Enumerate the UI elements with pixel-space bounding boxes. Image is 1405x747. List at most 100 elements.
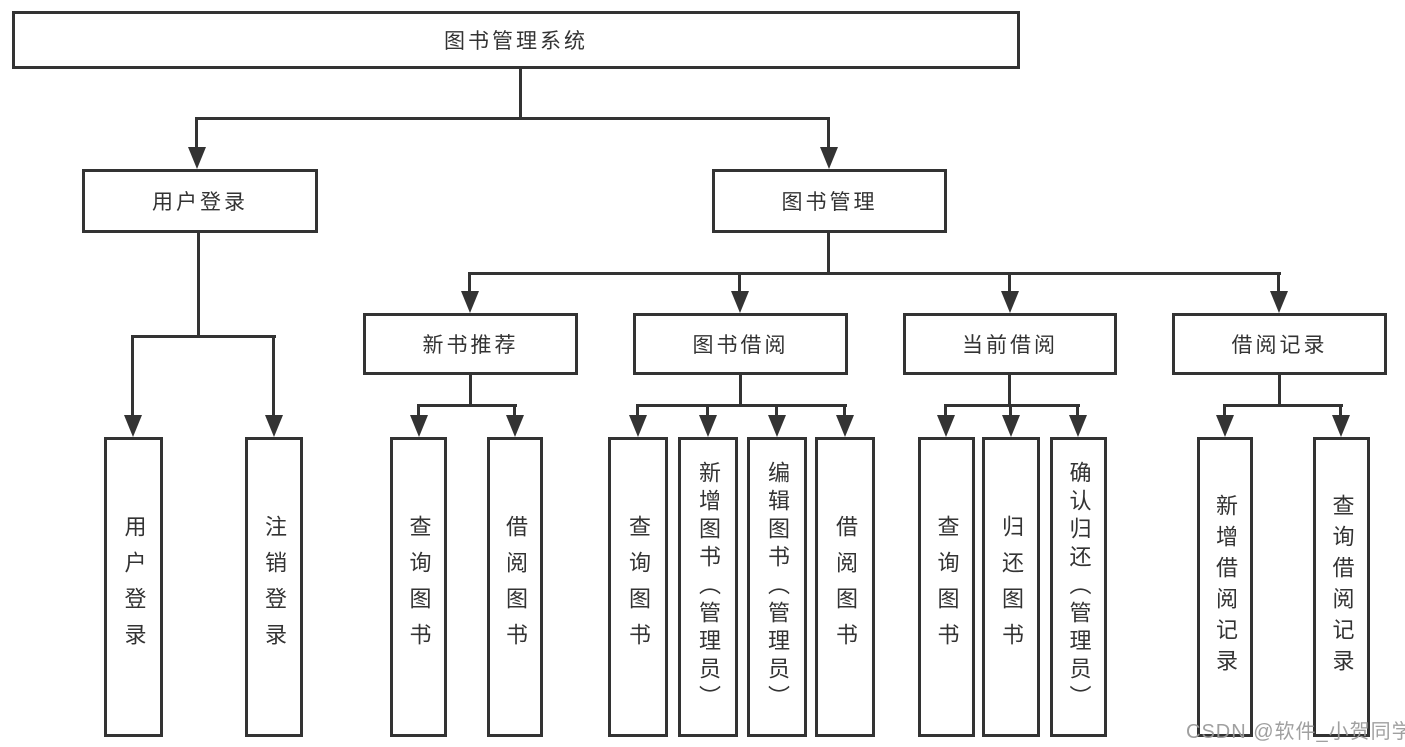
node-book-borrowing: 图书借阅 — [633, 313, 848, 375]
leaf-query-books-borrowing-label: 查询图书 — [626, 515, 651, 659]
arrow-to-leaf-borrow-books-borrowing — [836, 404, 854, 437]
node-borrow-records: 借阅记录 — [1172, 313, 1387, 375]
arrow-shaft — [636, 404, 639, 416]
arrow-head-icon — [124, 415, 142, 437]
arrow-head-icon — [1216, 415, 1234, 437]
arrow-shaft — [1339, 404, 1342, 416]
leaf-confirm-return-admin: 确认归还（管理员） — [1050, 437, 1107, 737]
node-root-label: 图书管理系统 — [444, 30, 588, 53]
node-new-book-recommend-label: 新书推荐 — [422, 334, 519, 357]
arrow-shaft — [1076, 404, 1079, 416]
arrow-head-icon — [768, 415, 786, 437]
arrow-shaft — [513, 404, 516, 416]
arrow-head-icon — [265, 415, 283, 437]
arrow-to-leaf-logout — [265, 335, 283, 437]
node-book-management-label: 图书管理 — [781, 191, 878, 214]
connector-borrow-records-rail — [1223, 404, 1343, 407]
arrow-head-icon — [506, 415, 524, 437]
arrow-shaft — [1277, 272, 1280, 292]
node-current-borrowing: 当前借阅 — [903, 313, 1117, 375]
csdn-watermark: CSDN @软件_小贺同学 — [1186, 721, 1405, 743]
node-borrow-records-label: 借阅记录 — [1231, 334, 1328, 357]
arrow-shaft — [706, 404, 709, 416]
arrow-to-book-borrowing — [731, 272, 749, 313]
arrow-shaft — [468, 272, 471, 292]
leaf-edit-book-admin: 编辑图书（管理员） — [747, 437, 807, 737]
node-root: 图书管理系统 — [12, 11, 1020, 69]
leaf-query-books-recommend-label: 查询图书 — [406, 515, 432, 659]
arrow-head-icon — [629, 415, 647, 437]
arrow-head-icon — [820, 147, 838, 169]
connector-current-borrowing-stem — [1008, 375, 1011, 407]
leaf-logout: 注销登录 — [245, 437, 303, 737]
leaf-query-borrow-record: 查询借阅记录 — [1313, 437, 1370, 737]
arrow-to-current-borrowing — [1001, 272, 1019, 313]
arrow-to-leaf-edit-book-admin — [768, 404, 786, 437]
connector-user-login-stem — [197, 233, 200, 338]
leaf-add-book-admin: 新增图书（管理员） — [678, 437, 738, 737]
arrow-to-leaf-query-books-borrowing — [629, 404, 647, 437]
arrow-to-leaf-borrow-books-recommend — [506, 404, 524, 437]
leaf-return-books: 归还图书 — [982, 437, 1040, 737]
node-current-borrowing-label: 当前借阅 — [962, 334, 1058, 357]
arrow-head-icon — [1332, 415, 1350, 437]
arrow-head-icon — [410, 415, 428, 437]
node-new-book-recommend: 新书推荐 — [363, 313, 578, 375]
leaf-query-books-borrowing: 查询图书 — [608, 437, 668, 737]
arrow-to-user-login — [188, 117, 206, 169]
arrow-shaft — [944, 404, 947, 416]
leaf-borrow-books-borrowing-label: 借阅图书 — [833, 515, 858, 659]
leaf-return-books-label: 归还图书 — [999, 515, 1024, 659]
leaf-add-borrow-record: 新增借阅记录 — [1197, 437, 1253, 737]
arrow-head-icon — [1069, 415, 1087, 437]
leaf-query-books-current-label: 查询图书 — [934, 515, 960, 659]
arrow-to-book-management — [820, 117, 838, 169]
leaf-user-login: 用户登录 — [104, 437, 163, 737]
node-book-management: 图书管理 — [712, 169, 947, 233]
arrow-to-leaf-return-books — [1002, 404, 1020, 437]
connector-level2-rail — [195, 117, 830, 120]
arrow-head-icon — [1001, 291, 1019, 313]
node-user-login: 用户登录 — [82, 169, 318, 233]
leaf-query-borrow-record-label: 查询借阅记录 — [1329, 494, 1355, 680]
arrow-shaft — [272, 335, 275, 416]
arrow-head-icon — [461, 291, 479, 313]
arrow-head-icon — [1270, 291, 1288, 313]
connector-book-borrowing-rail — [636, 404, 847, 407]
connector-book-management-stem — [827, 233, 830, 275]
arrow-to-leaf-query-books-recommend — [410, 404, 428, 437]
arrow-shaft — [1223, 404, 1226, 416]
leaf-query-books-recommend: 查询图书 — [390, 437, 447, 737]
arrow-head-icon — [1002, 415, 1020, 437]
arrow-to-borrow-records — [1270, 272, 1288, 313]
arrow-to-leaf-add-book-admin — [699, 404, 717, 437]
connector-borrow-records-stem — [1278, 375, 1281, 407]
arrow-head-icon — [731, 291, 749, 313]
arrow-to-leaf-user-login — [124, 335, 142, 437]
arrow-to-leaf-confirm-return-admin — [1069, 404, 1087, 437]
leaf-confirm-return-admin-label: 确认归还（管理员） — [1066, 461, 1092, 713]
leaf-add-borrow-record-label: 新增借阅记录 — [1213, 494, 1238, 680]
connector-level3-rail — [468, 272, 1281, 275]
leaf-add-book-admin-label: 新增图书（管理员） — [696, 461, 721, 713]
arrow-head-icon — [937, 415, 955, 437]
arrow-to-leaf-query-books-current — [937, 404, 955, 437]
leaf-user-login-label: 用户登录 — [121, 515, 147, 659]
leaf-logout-label: 注销登录 — [262, 515, 287, 659]
connector-new-book-recommend-rail — [417, 404, 517, 407]
node-user-login-label: 用户登录 — [152, 191, 248, 214]
arrow-to-leaf-add-borrow-record — [1216, 404, 1234, 437]
node-book-borrowing-label: 图书借阅 — [692, 334, 789, 357]
leaf-borrow-books-recommend: 借阅图书 — [487, 437, 543, 737]
leaf-borrow-books-recommend-label: 借阅图书 — [503, 515, 528, 659]
arrow-shaft — [827, 117, 830, 148]
arrow-head-icon — [188, 147, 206, 169]
leaf-query-books-current: 查询图书 — [918, 437, 975, 737]
arrow-head-icon — [699, 415, 717, 437]
leaf-borrow-books-borrowing: 借阅图书 — [815, 437, 875, 737]
connector-user-login-rail — [132, 335, 276, 338]
arrow-shaft — [1009, 404, 1012, 416]
arrow-shaft — [1008, 272, 1011, 292]
arrow-to-leaf-query-borrow-record — [1332, 404, 1350, 437]
